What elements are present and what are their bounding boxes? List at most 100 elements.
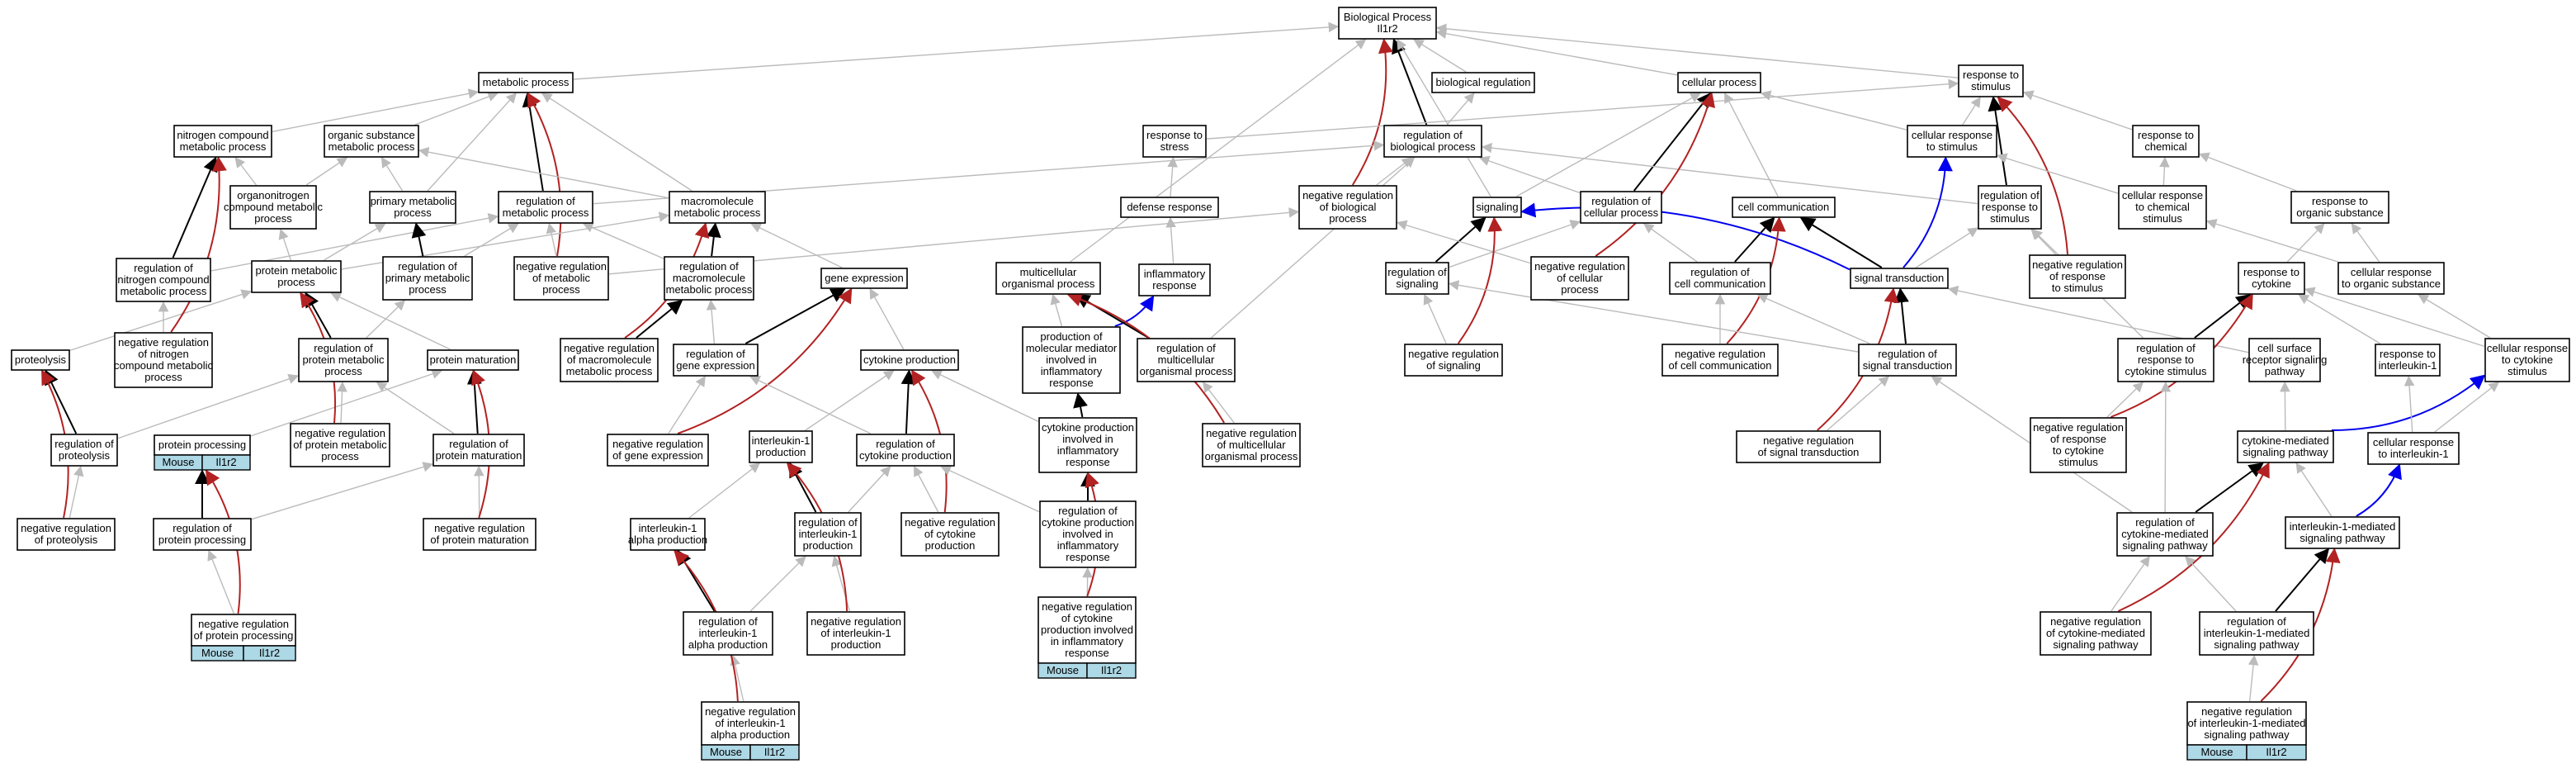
go-term-node-proteolysis[interactable]: proteolysis xyxy=(11,349,70,371)
edge-is-a xyxy=(250,368,443,437)
go-term-node-sigtrans[interactable]: signal transduction xyxy=(1850,268,1949,289)
go-term-node-cellproc[interactable]: cellular process xyxy=(1677,72,1761,93)
go-term-node-bioreg[interactable]: biological regulation xyxy=(1431,72,1535,93)
node-label-line: gene expression xyxy=(676,359,754,372)
go-term-node-geneexpr[interactable]: gene expression xyxy=(820,268,908,289)
node-box xyxy=(673,344,759,377)
node-label-line: stimulus xyxy=(2507,365,2547,377)
node-box xyxy=(369,191,456,224)
node-box xyxy=(1669,262,1771,295)
edge-is-a xyxy=(1423,293,1447,344)
go-term-node-signaling[interactable]: signaling xyxy=(1472,197,1522,218)
node-box xyxy=(2375,344,2441,377)
node-label-line: negative regulation xyxy=(1042,600,1132,613)
go-term-node-cellcomm[interactable]: cell communication xyxy=(1732,197,1836,218)
go-term-node-defresp[interactable]: defense response xyxy=(1120,197,1219,218)
node-label-line: signaling xyxy=(1396,277,1438,290)
node-box xyxy=(1732,197,1836,218)
node-label-line: of protein maturation xyxy=(430,534,528,546)
go-term-node-regil1medsig[interactable]: regulation ofinterleukin-1-mediatedsigna… xyxy=(2199,611,2314,656)
node-box xyxy=(560,338,659,382)
annotation-gene: Il1r2 xyxy=(2266,746,2286,758)
go-term-node-regcytomedsig[interactable]: regulation ofcytokine-mediatedsignaling … xyxy=(2116,512,2214,557)
node-label-line: molecular mediator xyxy=(1026,342,1118,354)
node-box xyxy=(1472,197,1522,218)
go-term-node-metab[interactable]: metabolic process xyxy=(478,72,574,93)
go-term-node-protmat[interactable]: protein maturation xyxy=(427,349,519,371)
go-term-node-cytoprod[interactable]: cytokine production xyxy=(860,349,959,371)
